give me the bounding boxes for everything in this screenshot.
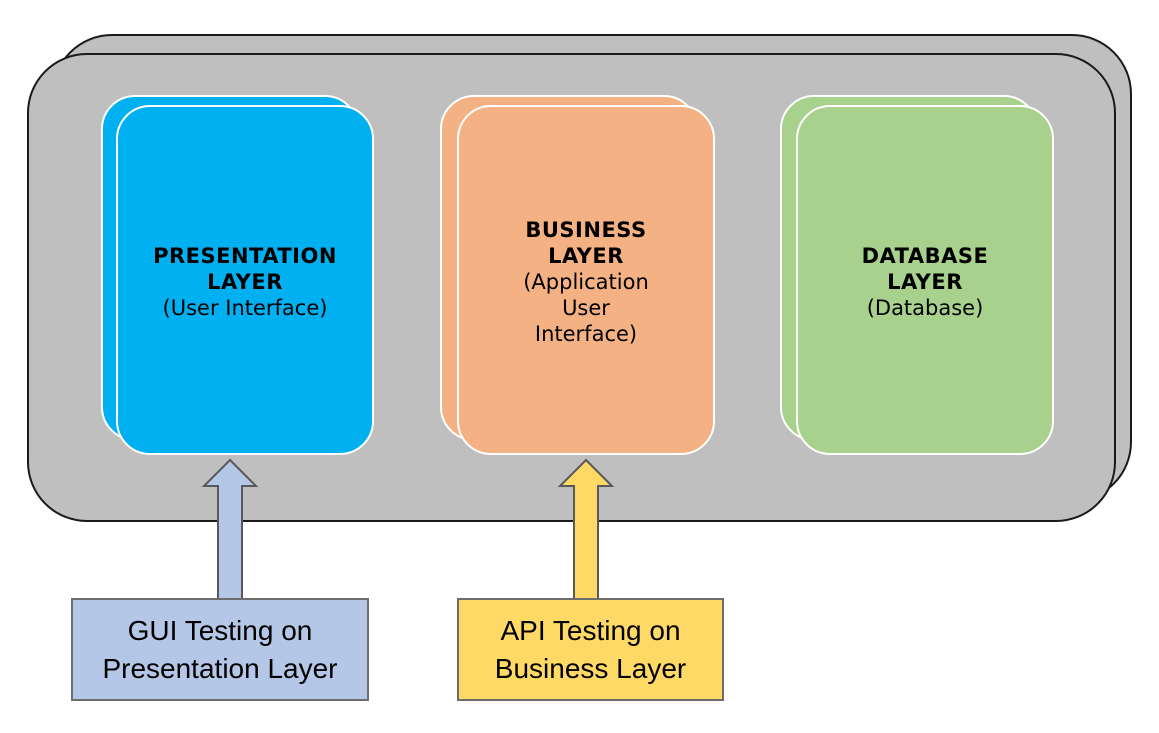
business-layer-title-line2: LAYER — [548, 244, 624, 268]
business-layer-title-line1: BUSINESS — [525, 218, 647, 242]
presentation-layer-title-line2: LAYER — [207, 270, 283, 294]
presentation-layer-title-line1: PRESENTATION — [153, 244, 337, 268]
business-layer-card: BUSINESS LAYER (Application User Interfa… — [457, 105, 715, 455]
database-layer-subtitle: (Database) — [866, 296, 984, 320]
database-layer-title-line1: DATABASE — [861, 244, 989, 268]
api-testing-line2: Business Layer — [494, 652, 687, 684]
gui-testing-line2: Presentation Layer — [102, 652, 338, 684]
gui-testing-line1: GUI Testing on — [127, 614, 313, 646]
api-testing-line1: API Testing on — [500, 614, 681, 646]
business-layer-subtitle-line1: (Application — [523, 270, 649, 294]
presentation-layer-subtitle: (User Interface) — [162, 296, 328, 320]
database-layer-card: DATABASE LAYER (Database) — [796, 105, 1054, 455]
api-testing-box: API Testing on Business Layer — [457, 598, 724, 701]
gui-testing-arrow-icon — [201, 458, 259, 601]
api-testing-arrow-icon — [557, 458, 615, 601]
business-layer-label: BUSINESS LAYER (Application User Interfa… — [459, 217, 713, 347]
business-layer-subtitle-line3: Interface) — [534, 322, 638, 346]
database-layer-title-line2: LAYER — [887, 270, 963, 294]
database-layer-label: DATABASE LAYER (Database) — [798, 243, 1052, 321]
gui-testing-box: GUI Testing on Presentation Layer — [71, 598, 369, 701]
presentation-layer-label: PRESENTATION LAYER (User Interface) — [118, 243, 372, 321]
business-layer-subtitle-line2: User — [562, 296, 610, 320]
presentation-layer-card: PRESENTATION LAYER (User Interface) — [116, 105, 374, 455]
